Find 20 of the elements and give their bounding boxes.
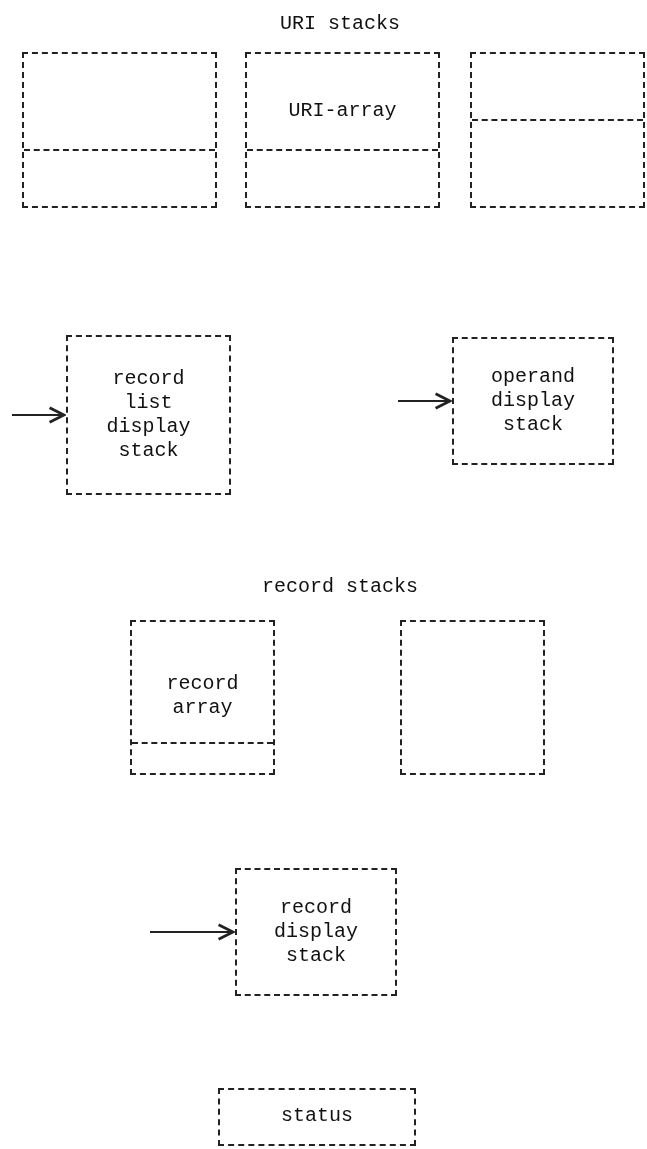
stack-box (245, 52, 440, 208)
stack-box (130, 620, 275, 775)
arrow (397, 392, 452, 410)
section-heading: URI stacks (280, 12, 401, 35)
stack-label: record display stack (273, 896, 359, 968)
section-heading: record stacks (262, 575, 419, 598)
stack-box (452, 337, 614, 465)
stack-label: status (280, 1104, 354, 1128)
stack-label: URI-array (287, 99, 398, 123)
stack-box (470, 52, 645, 208)
stack-box (218, 1088, 416, 1146)
arrow (11, 406, 66, 424)
stack-box (22, 52, 217, 208)
stack-box (66, 335, 231, 495)
stack-label: record array (165, 672, 240, 720)
stack-box (235, 868, 397, 996)
arrow (149, 923, 235, 941)
stack-label: record list display stack (105, 367, 192, 463)
stack-label: operand display stack (490, 365, 576, 437)
stack-box (400, 620, 545, 775)
